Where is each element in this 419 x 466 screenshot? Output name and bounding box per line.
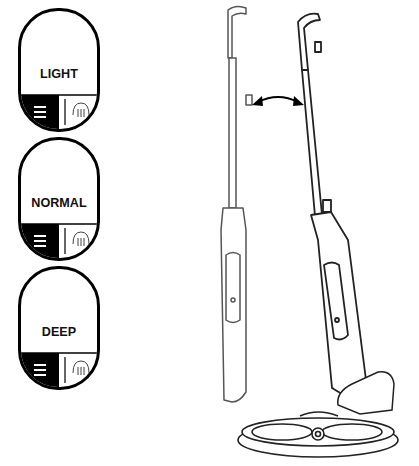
foot xyxy=(338,372,394,414)
upright-mop xyxy=(221,6,252,402)
mode-label: LIGHT xyxy=(21,67,97,81)
mop-base xyxy=(238,412,398,457)
mode-label: DEEP xyxy=(21,325,97,339)
mode-pill: LIGHT xyxy=(18,8,100,132)
tilt-arrowheads xyxy=(252,96,304,106)
mode-pill: NORMAL xyxy=(18,137,100,261)
mode-label: NORMAL xyxy=(21,196,97,210)
tilt-arrow xyxy=(258,97,298,102)
tilted-mop xyxy=(298,14,372,400)
mode-pill: DEEP xyxy=(18,266,100,390)
